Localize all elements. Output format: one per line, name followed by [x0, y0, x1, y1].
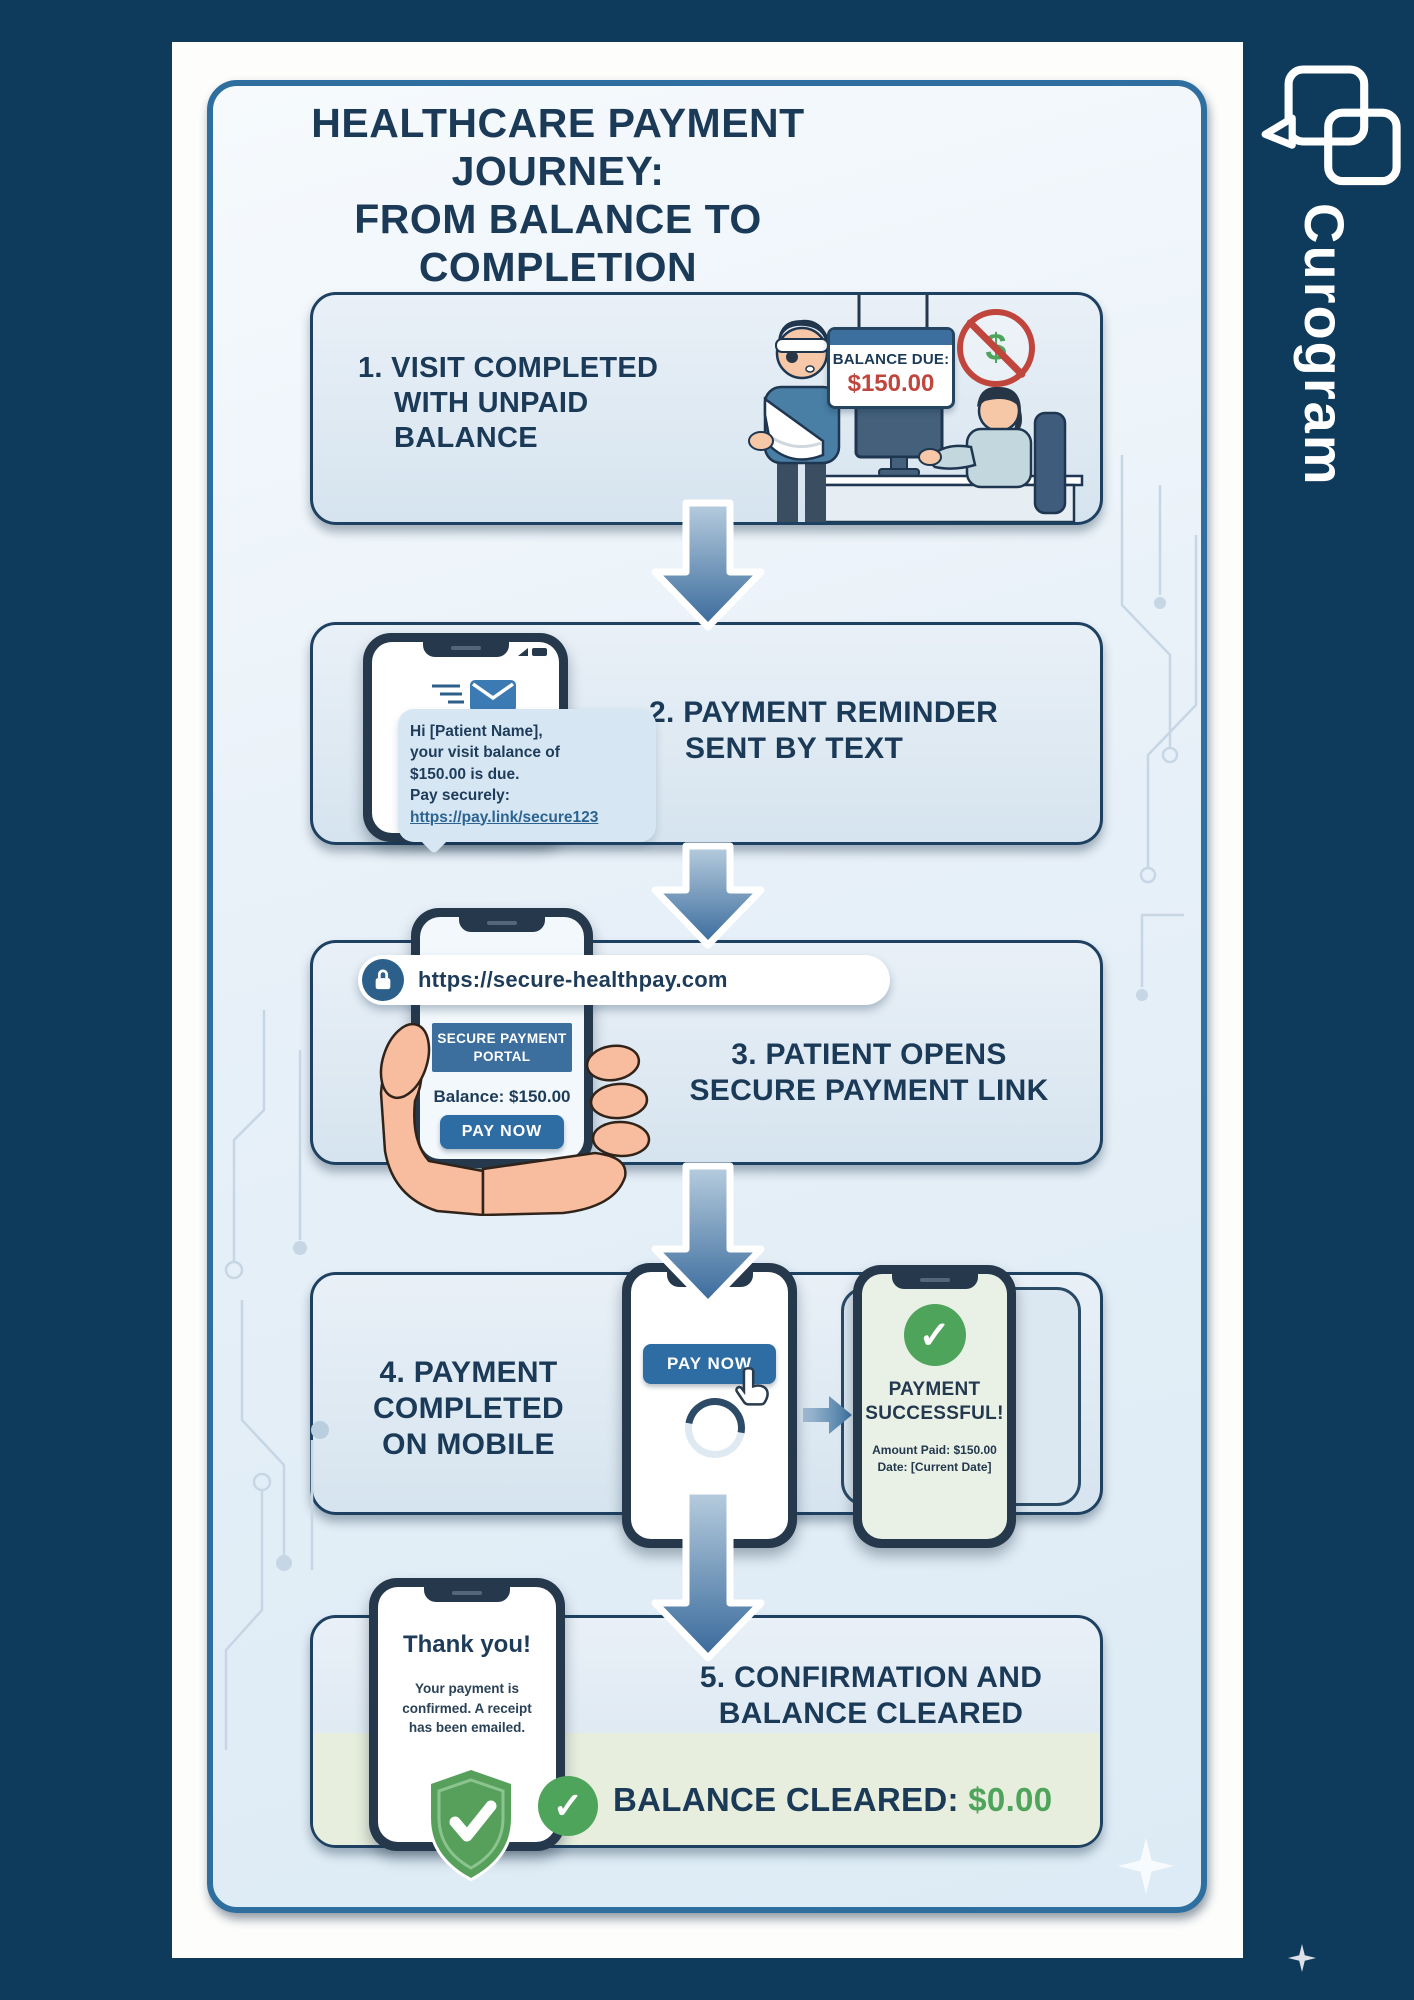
portal-header: SECURE PAYMENT PORTAL	[432, 1023, 572, 1073]
success-line2: SUCCESSFUL!	[865, 1402, 1004, 1424]
step5-title: 5. CONFIRMATION AND BALANCE CLEARED	[643, 1660, 1099, 1732]
sign-amount: $150.00	[847, 370, 935, 397]
pay-now-button[interactable]: PAY NOW	[440, 1115, 564, 1149]
address-url: https://secure-healthpay.com	[418, 967, 728, 992]
page-title-line2: FROM BALANCE TO COMPLETION	[354, 195, 762, 290]
step4-success-phone: ✓ PAYMENT SUCCESSFUL! Amount Paid: $150.…	[853, 1265, 1016, 1548]
cursor-hand-icon	[735, 1367, 769, 1406]
sms-line4: Pay securely:	[410, 787, 510, 805]
balance-cleared-text: BALANCE CLEARED: $0.00	[613, 1781, 1093, 1819]
step1-title-line2: WITH UNPAID	[394, 386, 589, 419]
step3-title-line2: SECURE PAYMENT LINK	[689, 1074, 1049, 1107]
step5-title-line1: 5. CONFIRMATION AND	[699, 1661, 1043, 1694]
payment-successful-text: PAYMENT SUCCESSFUL!	[862, 1378, 1007, 1426]
brand-name: Curogram	[1293, 203, 1356, 487]
step4-box: 4. PAYMENT COMPLETED ON MOBILE PAY NOW	[310, 1263, 1103, 1548]
balance-due-sign: BALANCE DUE: $150.00	[827, 327, 955, 409]
check-glyph: ✓	[552, 1785, 584, 1826]
signal-icon	[518, 648, 528, 656]
cleared-check-icon: ✓	[538, 1776, 598, 1836]
check-glyph: ✓	[918, 1314, 951, 1357]
step5-box: 5. CONFIRMATION AND BALANCE CLEARED Than…	[310, 1578, 1103, 1882]
confirmation-line1: Your payment is	[414, 1681, 520, 1696]
flow-arrow-1	[651, 499, 765, 631]
phone-notch	[459, 917, 545, 932]
step4-title-line3: ON MOBILE	[382, 1428, 555, 1461]
sign-header-bar	[830, 330, 952, 345]
receptionist-figure	[918, 386, 1033, 489]
step2-title-line2: SENT BY TEXT	[685, 732, 904, 765]
flow-arrow-3	[651, 1162, 765, 1308]
portal-header-line2: PORTAL	[473, 1048, 531, 1064]
step1-title-line1: 1. VISIT COMPLETED	[358, 352, 659, 384]
no-payment-icon: $	[957, 309, 1035, 387]
hand-holding-phone	[379, 1022, 651, 1216]
step1-title-line3: BALANCE	[394, 421, 538, 454]
circuit-decoration-left	[224, 1010, 329, 1750]
page-title-line1: HEALTHCARE PAYMENT JOURNEY:	[311, 100, 805, 194]
step4-title-line2: COMPLETED	[372, 1392, 565, 1425]
sms-line2: your visit balance of	[410, 744, 560, 762]
lock-icon	[362, 959, 404, 1001]
battery-icon	[532, 648, 547, 656]
step3-title-line1: 3. PATIENT OPENS	[731, 1038, 1007, 1071]
sms-bubble: Hi [Patient Name], your visit balance of…	[398, 709, 656, 842]
success-line1: PAYMENT	[888, 1379, 981, 1400]
cleared-amount: $0.00	[968, 1781, 1053, 1818]
sms-payment-link[interactable]: https://pay.link/secure123	[410, 808, 599, 826]
incoming-message-icon	[432, 680, 516, 712]
transition-arrow-icon	[803, 1396, 852, 1434]
step4-title: 4. PAYMENT COMPLETED ON MOBILE	[341, 1355, 596, 1463]
browser-address-bar[interactable]: https://secure-healthpay.com	[358, 955, 890, 1005]
phone-notch	[424, 1587, 510, 1602]
curogram-logo-icon	[1261, 65, 1401, 186]
step3-title: 3. PATIENT OPENS SECURE PAYMENT LINK	[643, 1037, 1095, 1109]
pay-now-button-mobile[interactable]: PAY NOW	[643, 1344, 776, 1384]
sign-label: BALANCE DUE:	[832, 351, 950, 368]
step1-title: 1. VISIT COMPLETED WITH UNPAID BALANCE	[358, 351, 678, 455]
page-title: HEALTHCARE PAYMENT JOURNEY: FROM BALANCE…	[222, 100, 894, 292]
cleared-label: BALANCE CLEARED:	[613, 1781, 959, 1818]
confirmation-message: Your payment is confirmed. A receipt has…	[384, 1679, 550, 1738]
confirmation-line2: confirmed. A receipt	[402, 1700, 532, 1716]
sparkle-icon-small	[1288, 1944, 1316, 1972]
step2-box: Hi [Patient Name], your visit balance of…	[310, 622, 1103, 845]
status-bar-icons	[518, 648, 547, 656]
step5-title-line2: BALANCE CLEARED	[718, 1697, 1024, 1730]
success-check-icon: ✓	[903, 1304, 966, 1366]
shield-check-icon	[428, 1766, 514, 1882]
step2-title: 2. PAYMENT REMINDER SENT BY TEXT	[649, 695, 1089, 767]
phone-notch	[422, 642, 509, 657]
circuit-decoration-right	[1120, 455, 1198, 1001]
amount-paid-text: Amount Paid: $150.00	[872, 1443, 997, 1457]
confirmation-line3: has been emailed.	[408, 1720, 526, 1736]
portal-header-line1: SECURE PAYMENT	[437, 1031, 567, 1046]
flow-arrow-2	[651, 842, 765, 949]
step4-title-line1: 4. PAYMENT	[379, 1356, 558, 1389]
step3-box: SECURE PAYMENT PORTAL Balance: $150.00 P…	[310, 908, 1103, 1216]
portal-balance: Balance: $150.00	[433, 1087, 571, 1106]
thank-you-heading: Thank you!	[402, 1631, 531, 1658]
front-desk-illustration	[748, 295, 1084, 522]
patient-figure	[748, 319, 841, 522]
date-text: Date: [Current Date]	[877, 1460, 992, 1475]
sms-line3: $150.00 is due.	[410, 765, 520, 783]
receipt-details: Amount Paid: $150.00 Date: [Current Date…	[862, 1442, 1007, 1477]
step4-success-screen: ✓ PAYMENT SUCCESSFUL! Amount Paid: $150.…	[862, 1274, 1007, 1539]
step1-box: 1. VISIT COMPLETED WITH UNPAID BALANCE	[310, 292, 1103, 525]
flow-arrow-4	[651, 1487, 765, 1662]
phone-notch	[891, 1274, 978, 1289]
step2-title-line1: 2. PAYMENT REMINDER	[649, 696, 999, 729]
sms-line1: Hi [Patient Name],	[410, 723, 543, 740]
